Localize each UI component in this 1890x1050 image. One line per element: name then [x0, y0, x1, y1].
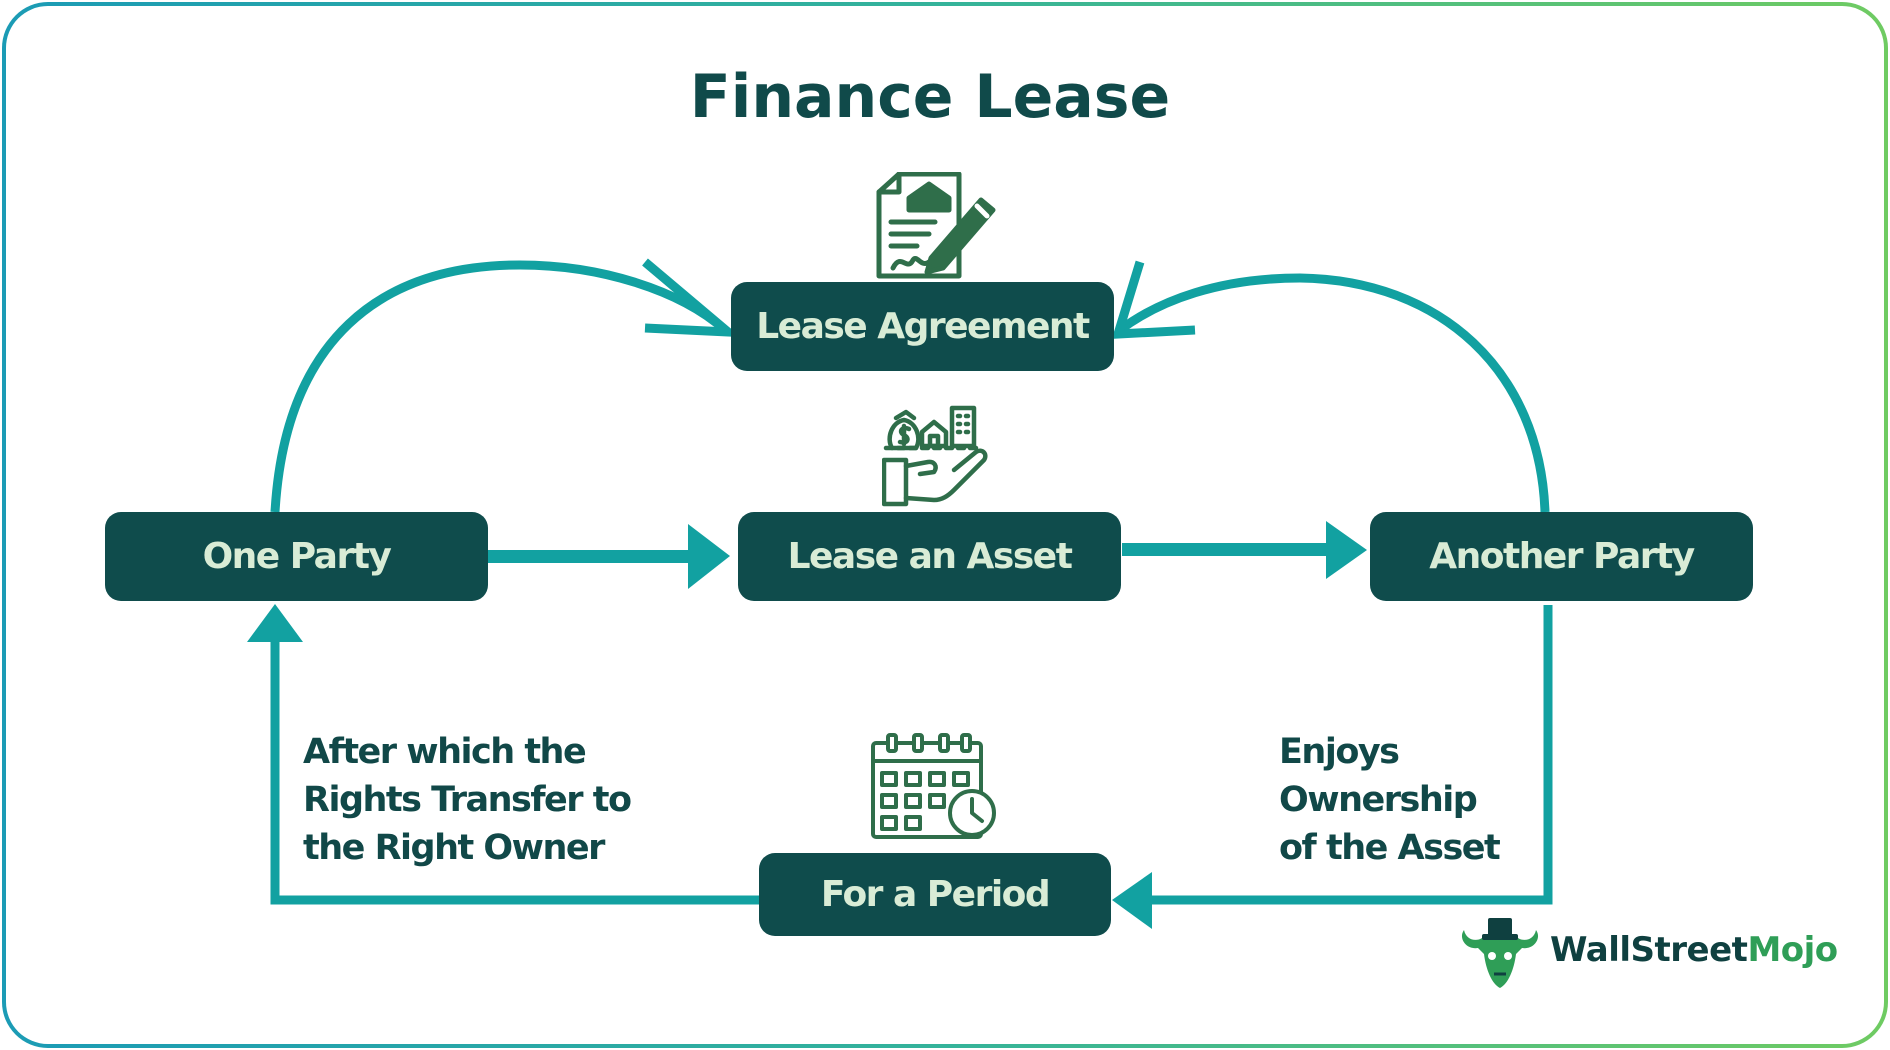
head-into-period	[1112, 872, 1152, 929]
calendar-clock-icon	[871, 733, 996, 839]
note-rights-transfer-line-2: Rights Transfer to	[303, 780, 632, 820]
brand-name-part-1: WallStreet	[1550, 930, 1748, 970]
head-one-to-asset	[688, 524, 730, 589]
shaft-one-to-asset	[488, 550, 698, 563]
note-rights-transfer-line-3: the Right Owner	[303, 828, 605, 868]
brand-logo: WallStreetMojo	[1458, 910, 1838, 990]
diagram-title: Finance Lease	[689, 62, 1171, 132]
contract-document-pen-icon	[876, 172, 996, 279]
line-another-down	[1148, 605, 1553, 905]
head-into-one-party	[247, 604, 303, 642]
node-another-party: Another Party	[1370, 512, 1753, 601]
note-enjoys-ownership-line-1: Enjoys	[1279, 732, 1400, 772]
node-for-a-period: For a Period	[759, 853, 1111, 936]
line-period-left	[270, 640, 759, 905]
node-lease-an-asset: Lease an Asset	[738, 512, 1121, 601]
brand-name: WallStreetMojo	[1550, 930, 1838, 970]
node-one-party: One Party	[105, 512, 488, 601]
note-enjoys-ownership-line-2: Ownership	[1279, 780, 1478, 820]
arc-right-to-agreement	[1117, 273, 1550, 513]
arc-left-arrowhead	[642, 258, 742, 338]
arc-left-to-agreement	[270, 260, 728, 513]
head-asset-to-another	[1326, 521, 1367, 579]
brand-name-part-2: Mojo	[1747, 930, 1838, 970]
shaft-asset-to-another	[1122, 543, 1342, 556]
note-rights-transfer-line-1: After which the	[303, 732, 587, 772]
note-enjoys-ownership: Enjoys Ownership of the Asset	[1279, 728, 1501, 872]
note-enjoys-ownership-line-3: of the Asset	[1279, 828, 1501, 868]
bull-mascot-icon	[1461, 918, 1539, 988]
arc-right-arrowhead	[1111, 260, 1196, 339]
node-lease-agreement: Lease Agreement	[731, 282, 1114, 371]
note-rights-transfer: After which the Rights Transfer to the R…	[303, 728, 632, 872]
hand-holding-money-house-building-icon	[882, 405, 988, 507]
